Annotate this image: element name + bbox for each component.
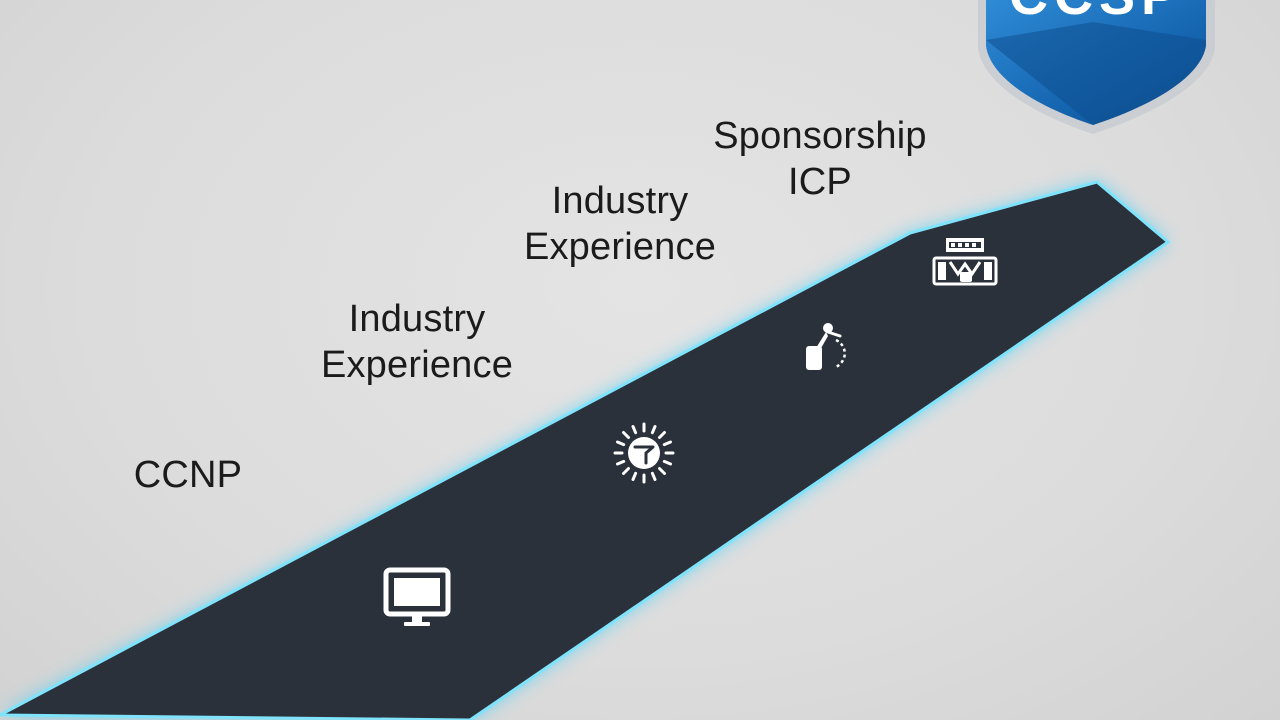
stage-label-line: Industry — [348, 298, 486, 340]
shield-badge-icon: CCSP — [978, 0, 1215, 134]
badge-text: CCSP — [1009, 0, 1183, 26]
stage-label-line: CCNP — [133, 454, 243, 496]
stage-label-ccnp: CCNP — [118, 452, 258, 498]
person-pointing-icon — [806, 323, 846, 370]
stage-label-line: Experience — [320, 344, 514, 386]
stage-label-sponsorship-icp: Sponsorship ICP — [690, 113, 950, 205]
stage-label-line: Industry — [551, 180, 689, 222]
sun-clock-icon — [613, 422, 675, 484]
stage-label-industry-experience-1: Industry Experience — [292, 296, 542, 388]
lab-bench-icon — [932, 238, 998, 286]
stage-label-industry-experience-2: Industry Experience — [495, 178, 745, 270]
stage-label-line: Experience — [523, 226, 717, 268]
stage-label-line: ICP — [788, 161, 852, 203]
monitor-icon — [383, 567, 451, 626]
road-path — [0, 180, 1171, 720]
stage-label-line: Sponsorship — [713, 115, 927, 157]
